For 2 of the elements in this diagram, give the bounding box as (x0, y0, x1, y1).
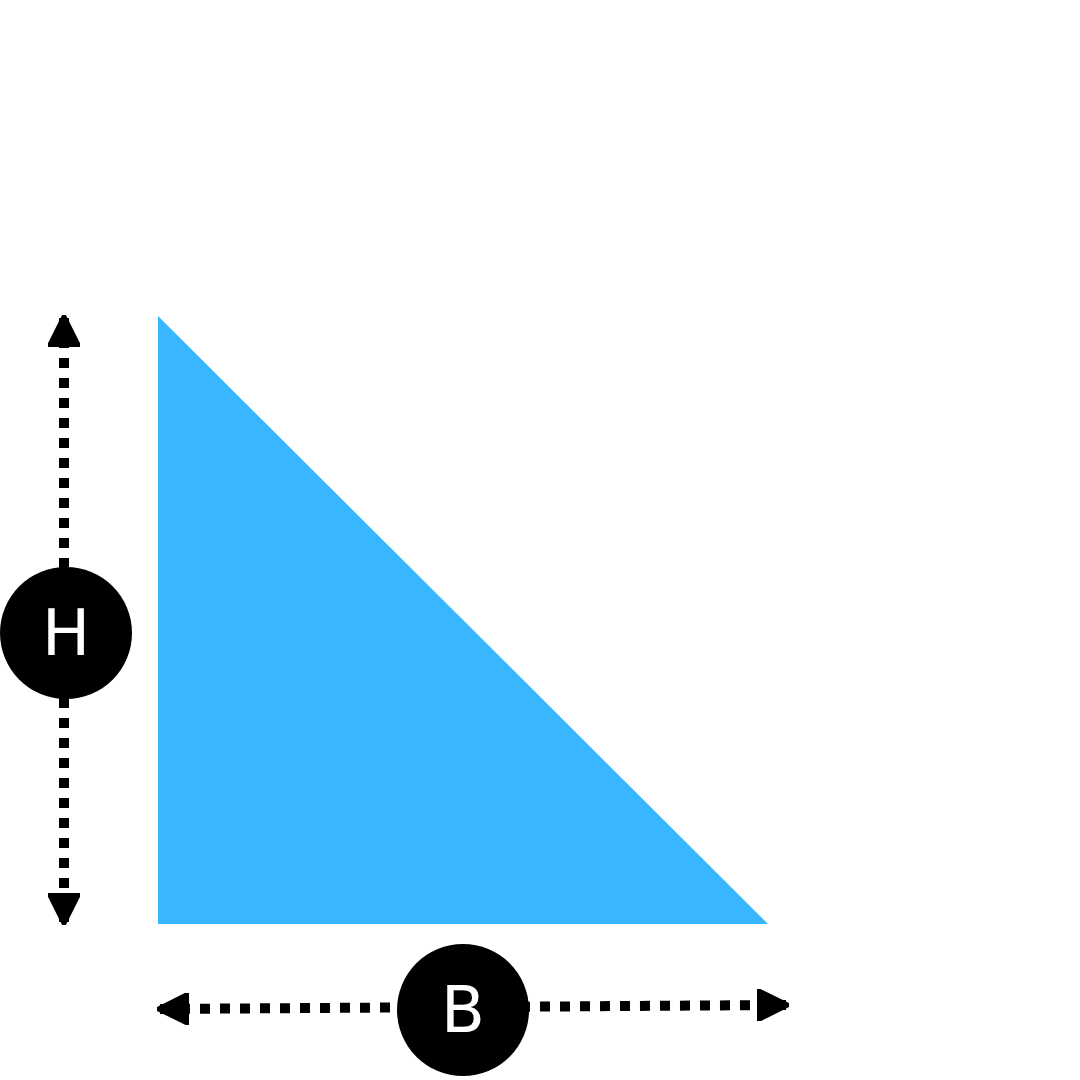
dimension-label-circle: B (397, 944, 529, 1076)
dimension-label-circle: H (0, 567, 132, 699)
